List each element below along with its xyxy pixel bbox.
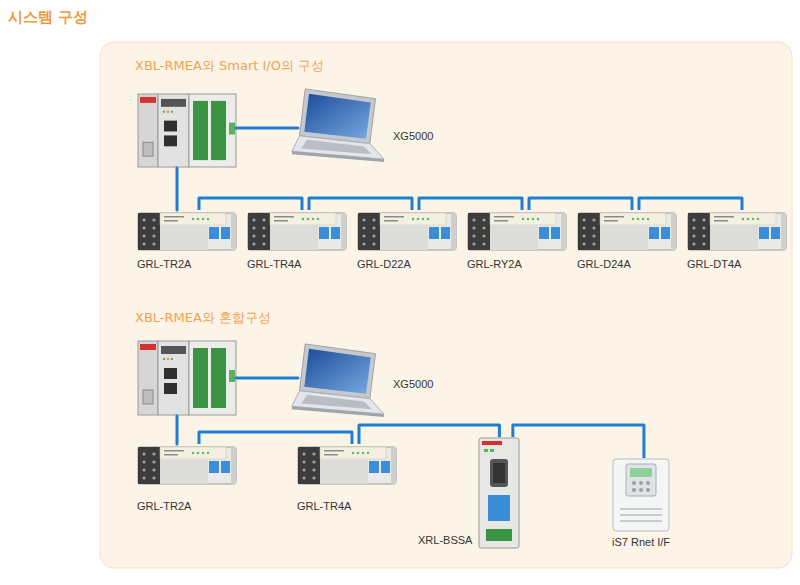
device-caption: XRL-BSSA: [418, 533, 472, 547]
network-wire: [176, 168, 179, 210]
plc-unit: [138, 341, 236, 415]
smart-io-module-picture: [138, 213, 236, 250]
network-cable: [529, 198, 632, 210]
network-wire: [236, 377, 298, 380]
device-caption: XG5000: [393, 377, 433, 391]
network-wire: [236, 127, 298, 130]
section-heading: XBL-RMEA와 혼합구성: [135, 310, 271, 326]
network-wire: [177, 128, 298, 444]
smart-io-module-node: GRL-DT4A: [687, 210, 787, 271]
device-caption: iS7 Rnet I/F: [612, 535, 670, 549]
smart-io-module-picture: [297, 444, 397, 486]
laptop-picture: [292, 344, 384, 417]
network-cable: [309, 198, 412, 210]
smart-io-module-picture: [688, 213, 786, 250]
smart-io-module-picture: [137, 210, 237, 252]
smart-io-module-picture: [357, 210, 457, 252]
smart-io-module-node: GRL-D22A: [357, 210, 457, 271]
device-caption: GRL-DT4A: [687, 257, 741, 271]
network-cable: [359, 425, 499, 444]
network-cable: [419, 198, 522, 210]
inverter-node: iS7 Rnet I/F: [612, 458, 670, 549]
device-caption: GRL-TR4A: [247, 257, 301, 271]
smart-io-module-node: GRL-TR2A: [137, 444, 237, 513]
network-cable: [199, 198, 302, 210]
smart-io-module-picture: [468, 213, 566, 250]
device-caption: XG5000: [393, 129, 433, 143]
smart-io-module-picture: [467, 210, 567, 252]
smart-io-module-picture: [578, 213, 676, 250]
smart-io-module-picture: [138, 447, 236, 484]
laptop-node: XG5000: [290, 342, 433, 420]
inverter-picture: [613, 459, 669, 531]
network-wire: [176, 416, 179, 444]
smart-io-module-node: GRL-TR2A: [137, 210, 237, 271]
plc-unit: [138, 94, 236, 415]
smart-io-module-picture: [577, 210, 677, 252]
network-cable: [513, 425, 644, 458]
bssa-module-node: XRL-BSSA: [418, 437, 520, 549]
network-cable: [639, 198, 742, 210]
smart-io-module-picture: [687, 210, 787, 252]
device-caption: GRL-D24A: [577, 257, 631, 271]
smart-io-module-node: GRL-D24A: [577, 210, 677, 271]
smart-io-module-picture: [298, 447, 396, 484]
smart-io-module-picture: [137, 444, 237, 486]
smart-io-module-picture: [358, 213, 456, 250]
smart-io-module-picture: [247, 210, 347, 252]
laptop-picture: [292, 89, 384, 162]
device-caption: GRL-TR2A: [137, 257, 191, 271]
bssa-module-picture: [478, 437, 520, 549]
smart-io-module-node: GRL-RY2A: [467, 210, 567, 271]
smart-io-module-node: GRL-TR4A: [247, 210, 347, 271]
device-caption: GRL-D22A: [357, 257, 411, 271]
section-heading: XBL-RMEA와 Smart I/O의 구성: [135, 58, 324, 74]
smart-io-module-picture: [248, 213, 346, 250]
device-caption: GRL-TR2A: [137, 499, 191, 513]
inverter-picture: [612, 458, 670, 532]
laptop-picture: [290, 87, 385, 165]
smart-io-module-node: GRL-TR4A: [297, 444, 397, 513]
laptop-node: XG5000: [290, 87, 433, 165]
content-panel: [100, 42, 792, 568]
laptop-picture: [290, 342, 385, 420]
network-cable: [199, 432, 352, 444]
plc-unit: [138, 94, 236, 167]
page-title: 시스템 구성: [8, 8, 88, 26]
bssa-module-picture: [479, 438, 519, 548]
device-caption: GRL-TR4A: [297, 499, 351, 513]
device-caption: GRL-RY2A: [467, 257, 522, 271]
